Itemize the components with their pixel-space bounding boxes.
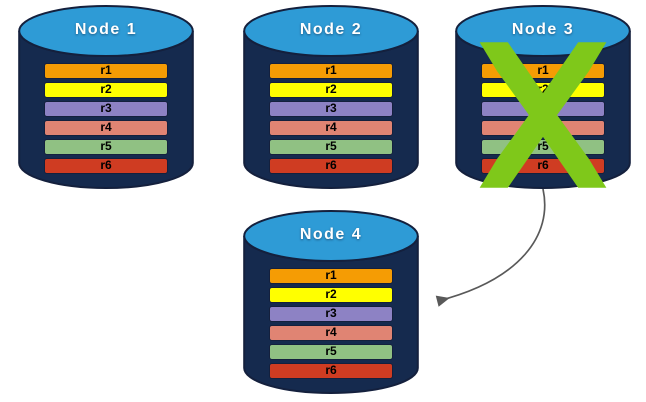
replica-row[interactable]: r4 bbox=[481, 120, 605, 136]
cylinder-top bbox=[455, 5, 631, 57]
replica-row-list: r1 r2 r3 r4 r5 r6 bbox=[243, 63, 419, 174]
replica-row[interactable]: r5 bbox=[269, 139, 393, 155]
replica-row[interactable]: r1 bbox=[269, 63, 393, 79]
replica-row[interactable]: r4 bbox=[44, 120, 168, 136]
replica-row[interactable]: r1 bbox=[481, 63, 605, 79]
replica-row[interactable]: r4 bbox=[269, 120, 393, 136]
replica-row[interactable]: r1 bbox=[44, 63, 168, 79]
replica-row[interactable]: r1 bbox=[269, 268, 393, 284]
replica-row-list: r1 r2 r3 r4 r5 r6 bbox=[18, 63, 194, 174]
replica-row[interactable]: r5 bbox=[481, 139, 605, 155]
replica-row[interactable]: r6 bbox=[269, 158, 393, 174]
replica-row[interactable]: r3 bbox=[44, 101, 168, 117]
replica-row[interactable]: r3 bbox=[481, 101, 605, 117]
replica-row-list: r1 r2 r3 r4 r5 r6 bbox=[243, 268, 419, 379]
replica-row[interactable]: r2 bbox=[269, 287, 393, 303]
replica-row-list: r1 r2 r3 r4 r5 r6 bbox=[455, 63, 631, 174]
replica-row[interactable]: r6 bbox=[44, 158, 168, 174]
cylinder-top bbox=[243, 5, 419, 57]
cylinder-top bbox=[243, 210, 419, 262]
replica-row[interactable]: r2 bbox=[269, 82, 393, 98]
replica-row[interactable]: r2 bbox=[44, 82, 168, 98]
replica-row[interactable]: r5 bbox=[269, 344, 393, 360]
replica-row[interactable]: r6 bbox=[269, 363, 393, 379]
replica-row[interactable]: r3 bbox=[269, 306, 393, 322]
replica-row[interactable]: r4 bbox=[269, 325, 393, 341]
cylinder-top bbox=[18, 5, 194, 57]
replica-row[interactable]: r2 bbox=[481, 82, 605, 98]
replica-row[interactable]: r3 bbox=[269, 101, 393, 117]
replica-row[interactable]: r6 bbox=[481, 158, 605, 174]
replica-row[interactable]: r5 bbox=[44, 139, 168, 155]
